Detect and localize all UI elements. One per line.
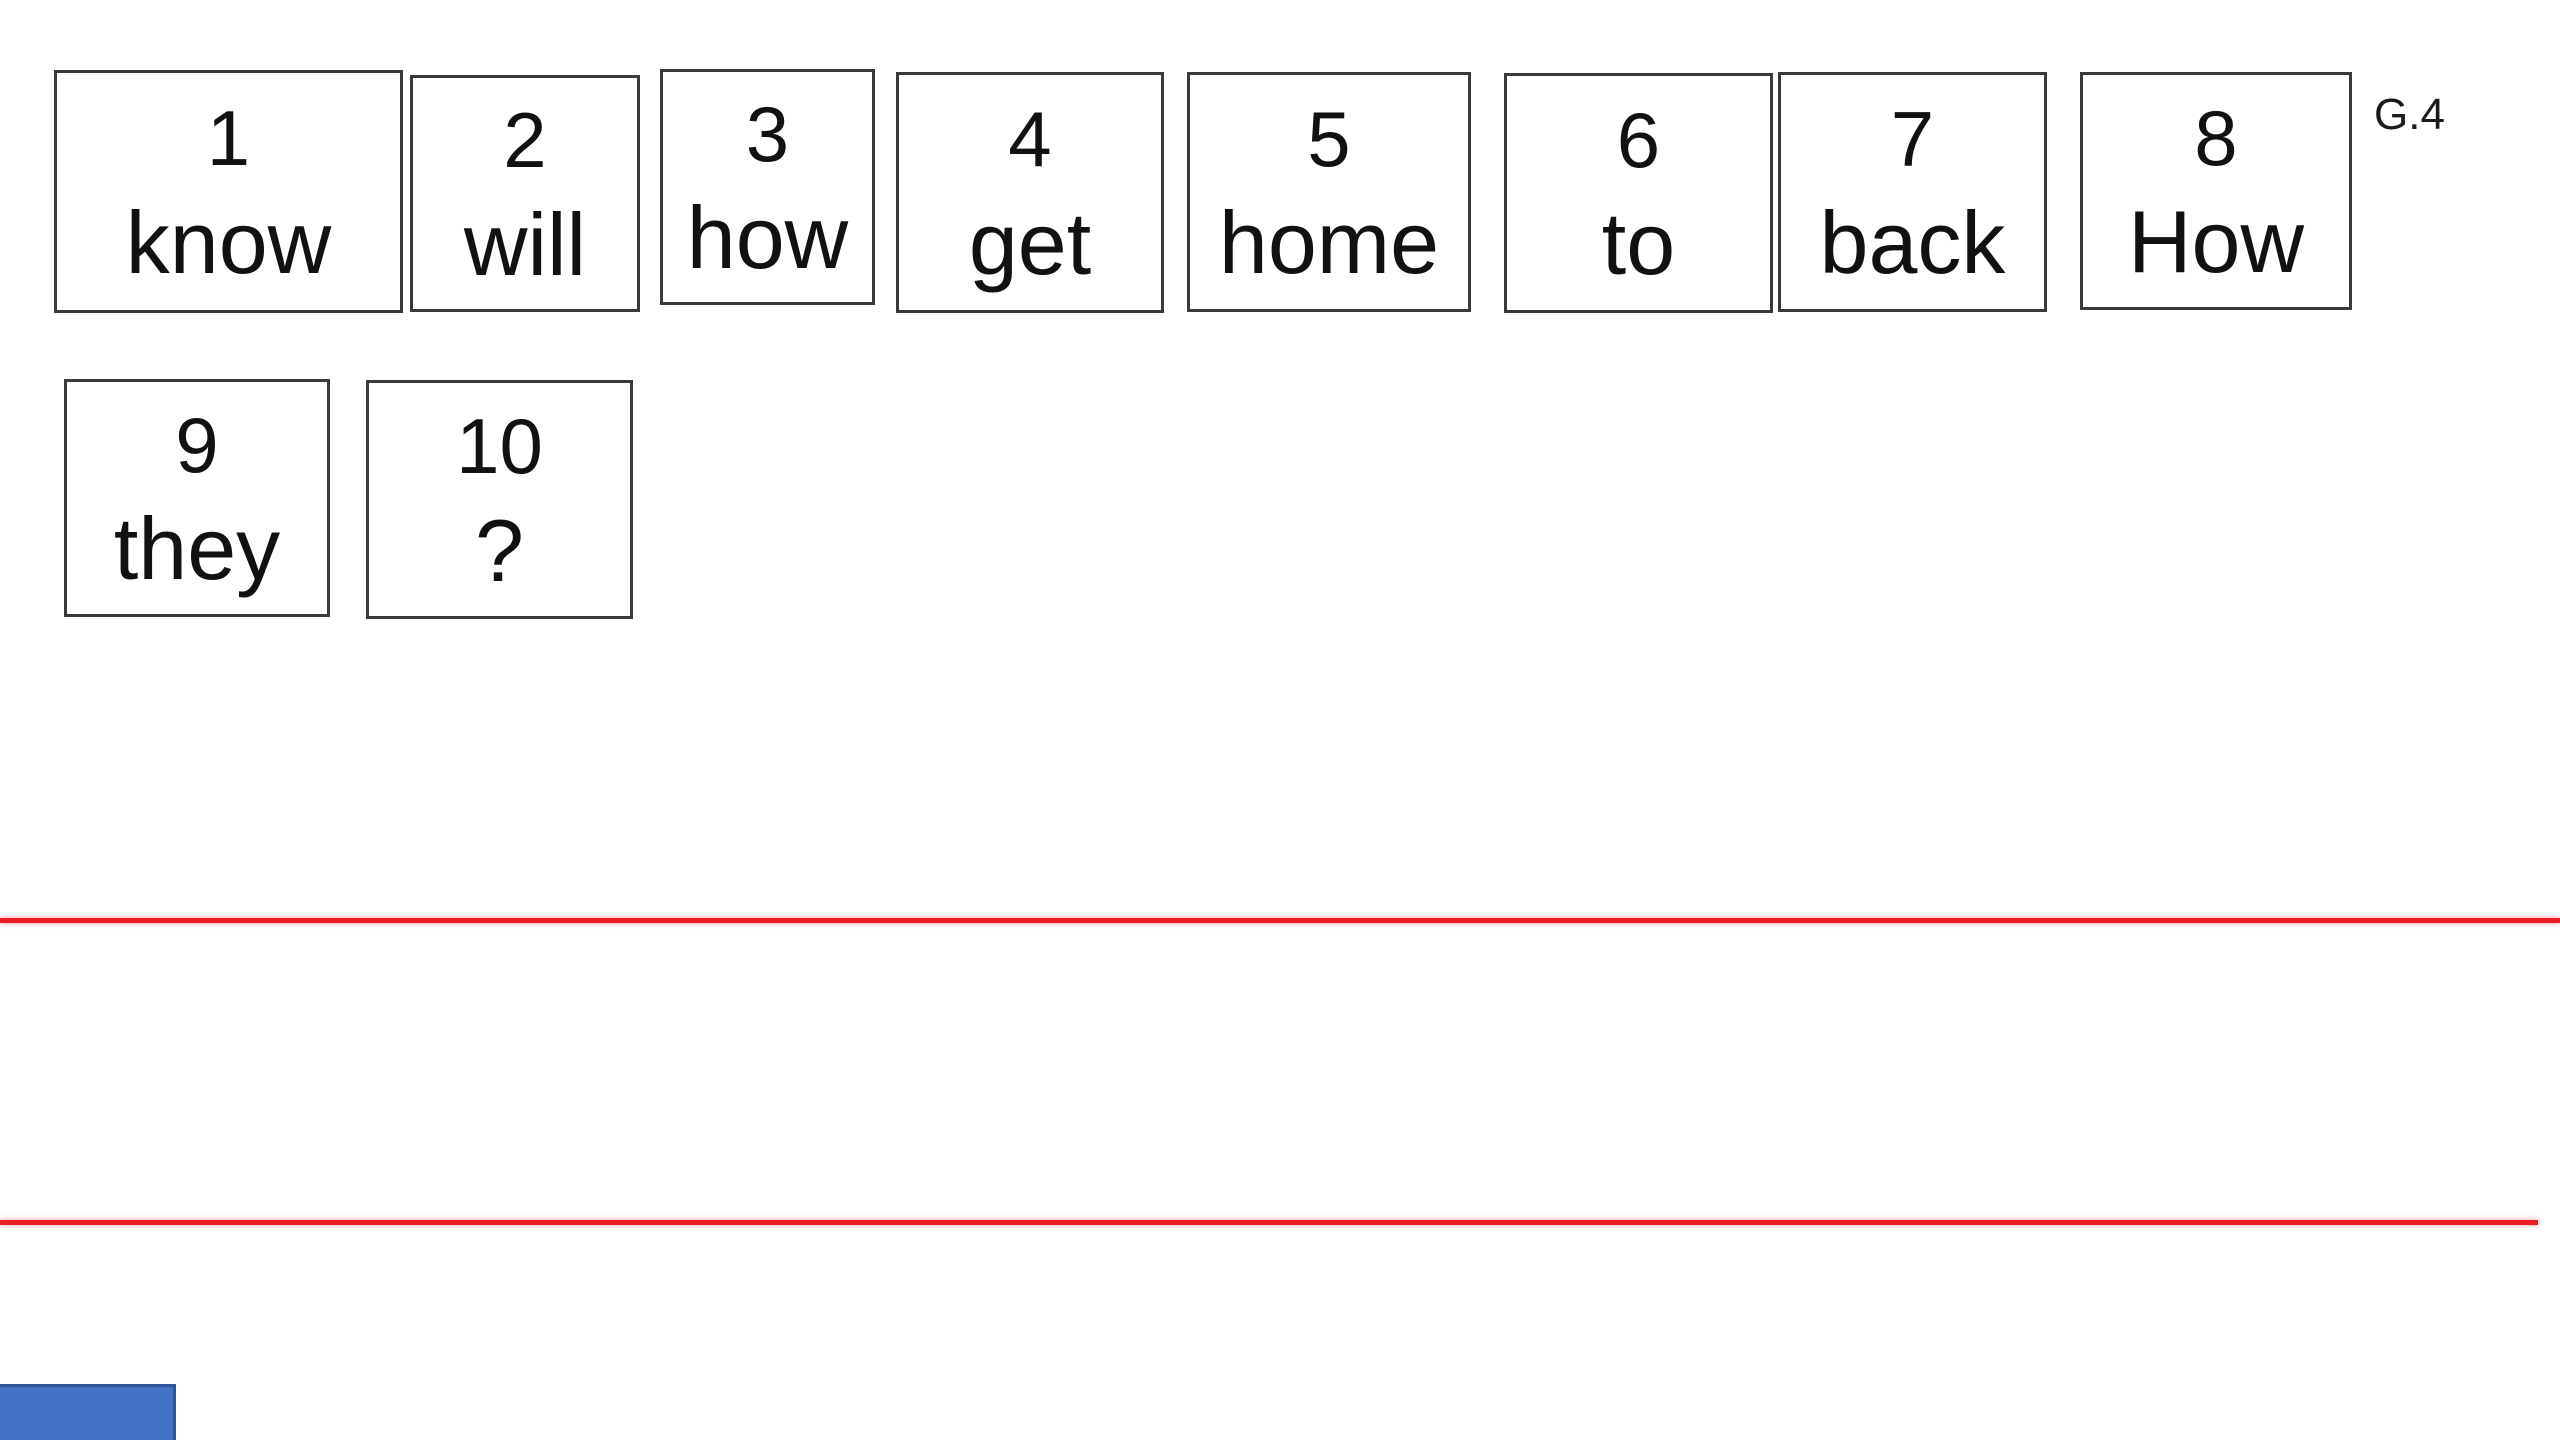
tile-word: know	[125, 192, 332, 292]
word-tile-1[interactable]: 1 know	[54, 70, 403, 313]
word-tile-3[interactable]: 3 how	[660, 69, 875, 305]
tile-word: home	[1218, 193, 1440, 293]
tile-number: 7	[1890, 94, 1935, 183]
tile-number: 6	[1616, 95, 1661, 184]
word-tile-10[interactable]: 10 ?	[366, 380, 633, 619]
tile-number: 2	[503, 96, 547, 185]
blue-rectangle-shape[interactable]	[0, 1384, 176, 1440]
tile-word: get	[968, 193, 1092, 293]
tile-number: 3	[745, 89, 790, 178]
word-tile-8[interactable]: 8 How	[2080, 72, 2352, 310]
tile-word: back	[1819, 193, 2006, 293]
tile-word: to	[1601, 194, 1676, 294]
red-line-top	[0, 918, 2560, 923]
word-tile-6[interactable]: 6 to	[1504, 73, 1773, 313]
tile-word: how	[686, 188, 849, 288]
word-tile-5[interactable]: 5 home	[1187, 72, 1471, 312]
word-tile-9[interactable]: 9 they	[64, 379, 330, 617]
tile-number: 1	[206, 94, 251, 183]
tile-number: 10	[456, 402, 543, 491]
corner-label: G.4	[2374, 90, 2445, 139]
tile-number: 5	[1307, 94, 1351, 183]
word-tile-2[interactable]: 2 will	[410, 75, 640, 312]
tile-number: 4	[1008, 95, 1052, 184]
tile-word: they	[113, 499, 281, 599]
word-tile-4[interactable]: 4 get	[896, 72, 1164, 313]
tile-number: 9	[175, 400, 219, 489]
tile-number: 8	[2194, 93, 2238, 182]
tile-word: ?	[475, 500, 524, 600]
red-line-bottom	[0, 1220, 2538, 1225]
tile-word: will	[463, 194, 587, 294]
tile-word: How	[2127, 192, 2305, 292]
word-tile-7[interactable]: 7 back	[1778, 72, 2047, 312]
